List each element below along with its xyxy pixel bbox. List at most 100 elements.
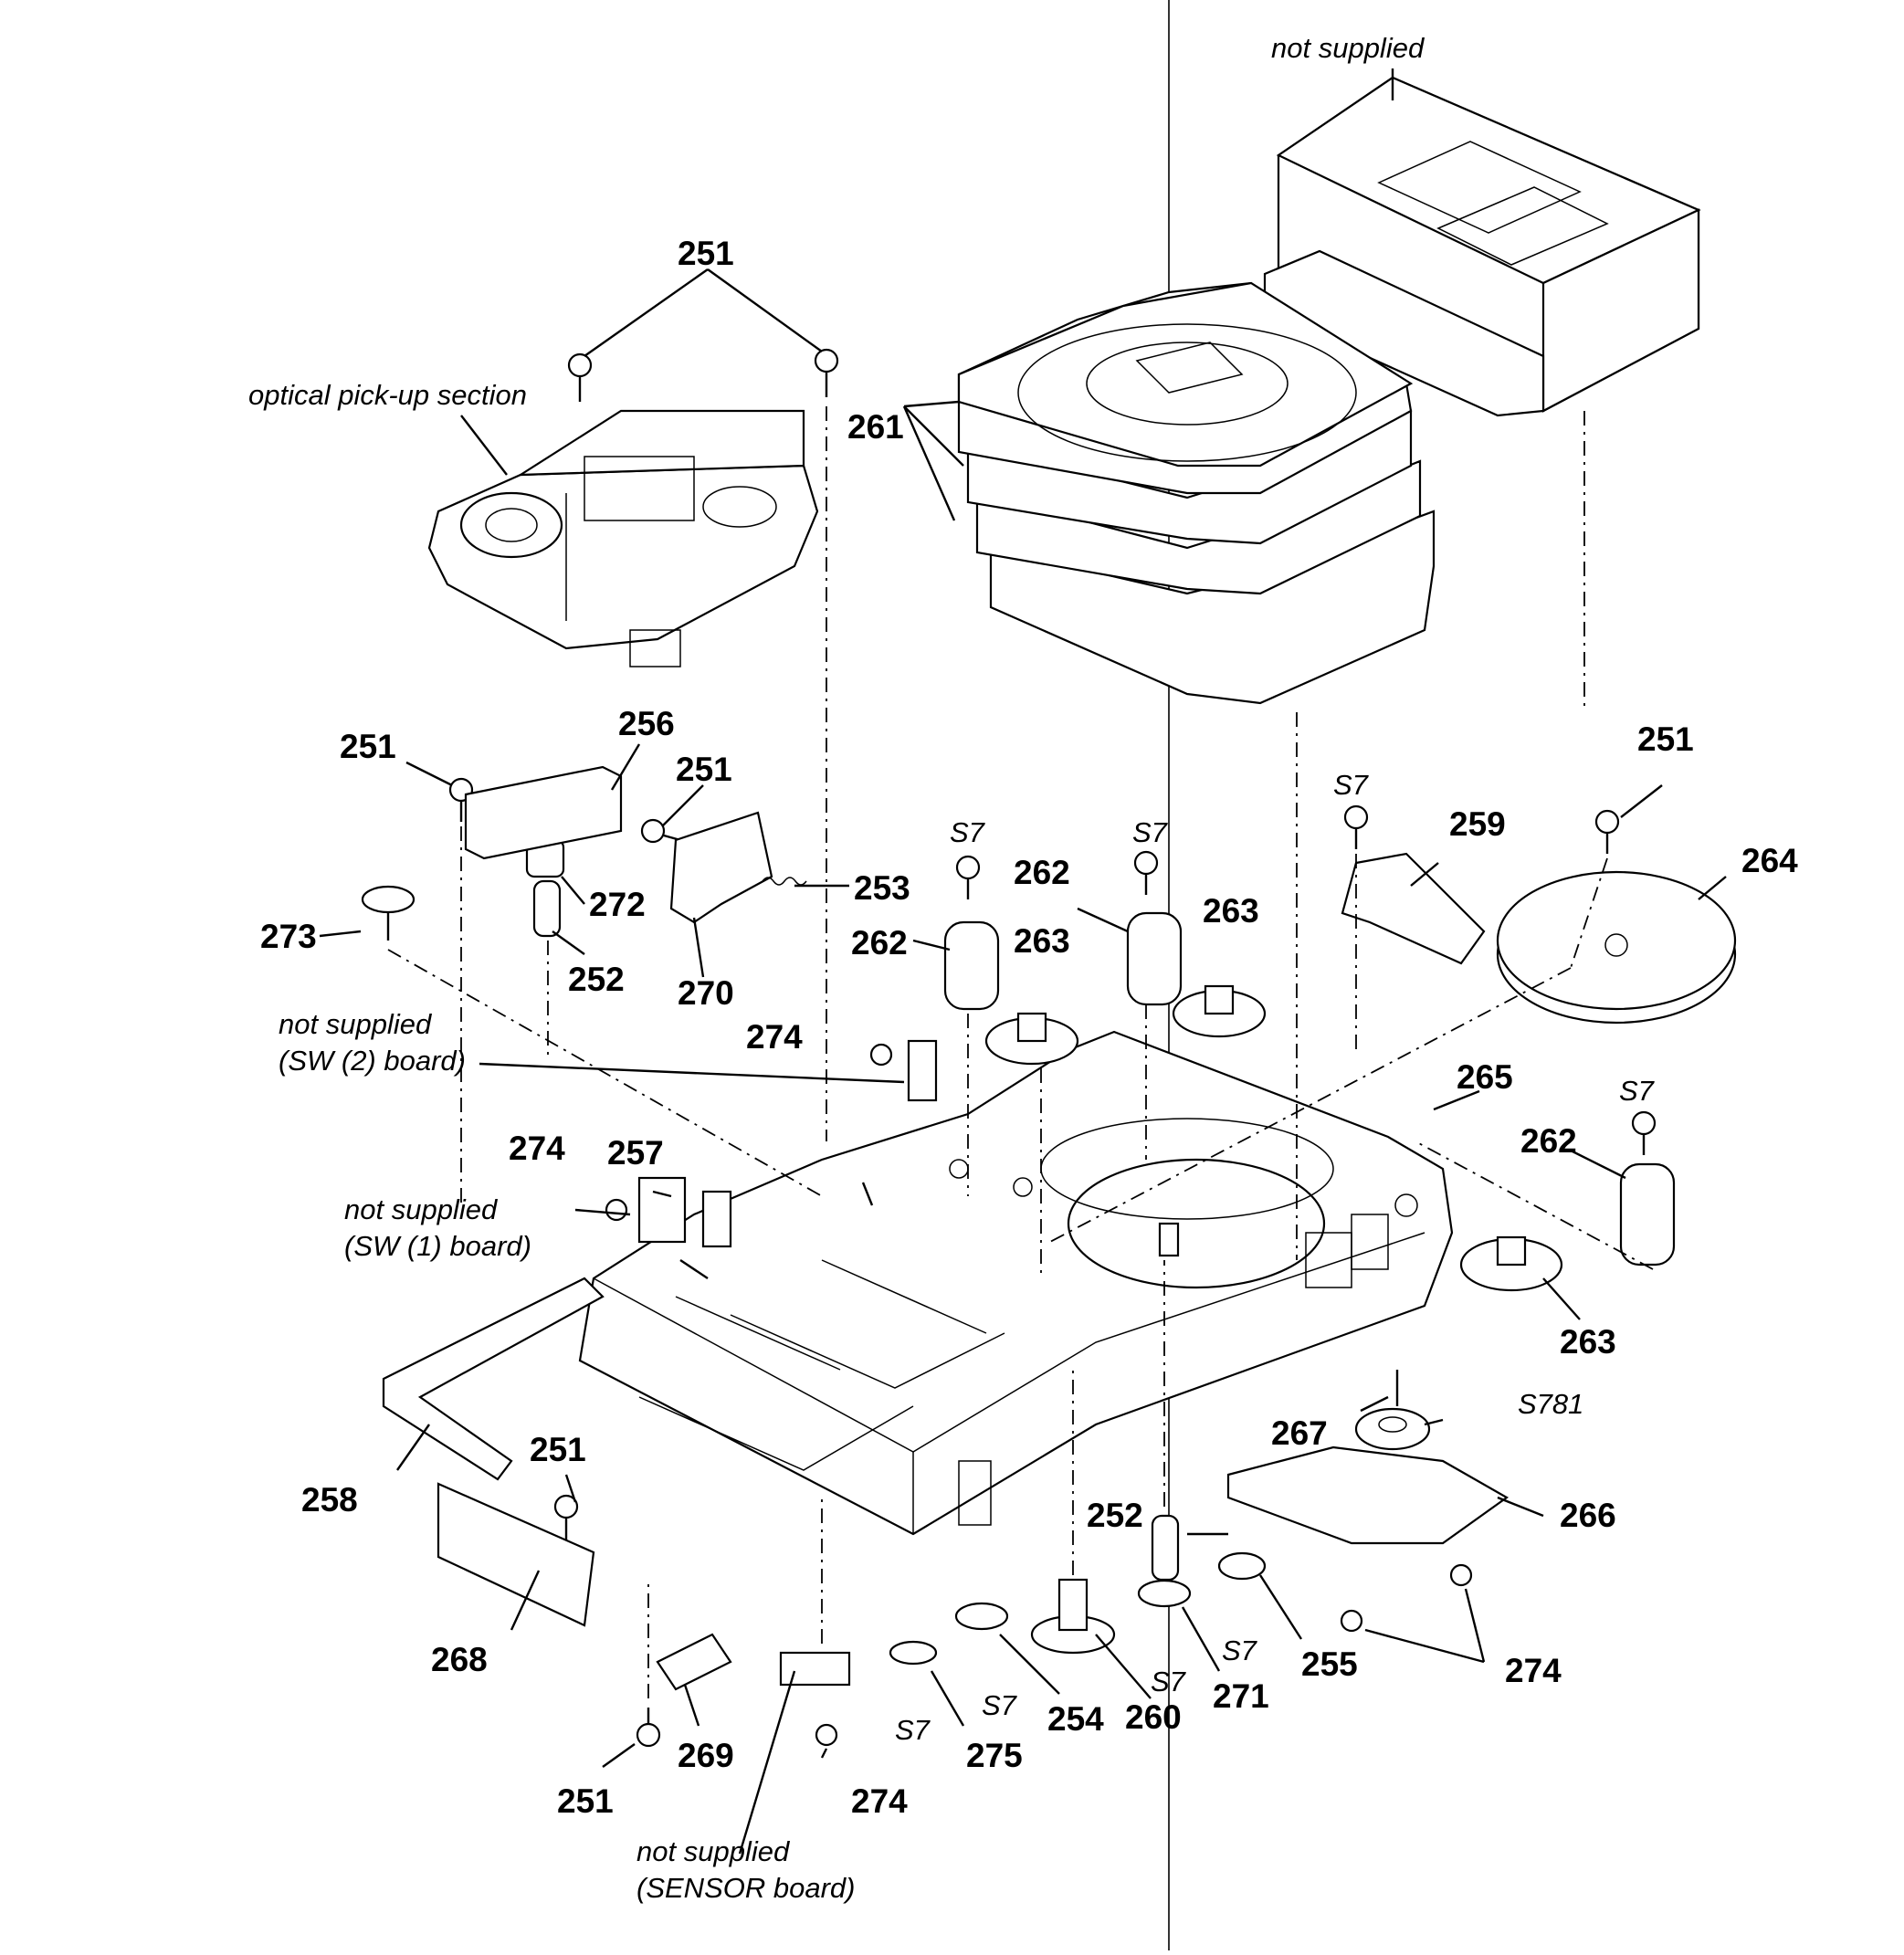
gear-255 [1217,1551,1267,1581]
part-number-labels: 251 261 251 256 251 253 272 273 252 270 … [260,235,1798,1820]
note-optical-pickup: optical pick-up section [248,379,527,411]
label-259: 259 [1449,805,1506,843]
alignment-lines [387,406,1654,1698]
screw-251-top-left [567,352,593,402]
spring-252-a [532,879,562,938]
label-251: 251 [340,728,396,765]
board-266 [1226,1445,1510,1545]
label-257: 257 [607,1134,664,1172]
label-252: 252 [568,961,625,998]
gear-263-b [1172,984,1267,1038]
sw1-board [637,1176,687,1244]
label-256: 256 [618,705,675,742]
gear-275 [889,1640,938,1666]
part-257 [701,1190,732,1248]
optical-pickup-section [427,409,819,667]
label-271: 271 [1213,1677,1269,1715]
turntable-264 [1496,870,1737,1025]
note-sensor-line2: (SENSOR board) [636,1872,855,1904]
screw-274-d [1340,1563,1473,1633]
label-270: 270 [678,974,734,1012]
label-s7: S7 [982,1689,1018,1721]
label-258: 258 [301,1481,358,1519]
screw-251-mid [640,818,681,844]
part-270 [669,811,773,924]
note-sw1-line2: (SW (1) board) [344,1230,531,1262]
label-253: 253 [854,869,910,907]
label-s7: S7 [895,1714,931,1746]
lever-259 [1341,852,1486,965]
label-268: 268 [431,1641,488,1678]
label-261: 261 [847,408,904,446]
gear-254 [954,1602,1009,1631]
label-269: 269 [678,1737,734,1774]
note-sw2-line2: (SW (2) board) [279,1045,466,1077]
screw-s7-c [1343,804,1369,849]
spring-262-a [943,920,1000,1011]
spring-262-b [1126,911,1183,1006]
label-251: 251 [1637,720,1694,758]
label-263: 263 [1560,1323,1616,1361]
note-sw2-line1: not supplied [279,1008,433,1040]
disc-tray-assembly [1263,76,1701,417]
screw-274-a [605,1198,628,1222]
note-sensor-line1: not supplied [636,1835,791,1867]
sw2-board [907,1039,938,1102]
label-274: 274 [1505,1652,1562,1689]
note-not-supplied-top: not supplied [1271,32,1425,64]
label-262: 262 [1014,854,1070,891]
label-262: 262 [1520,1122,1577,1160]
screw-s7-a [955,855,981,899]
gear-260 [1030,1578,1116,1655]
screw-s7-d [1631,1110,1657,1155]
label-274: 274 [746,1018,803,1056]
label-251: 251 [530,1431,586,1468]
screw-s7-b [1133,850,1159,895]
label-267: 267 [1271,1414,1328,1452]
post-265 [1158,1222,1180,1257]
label-251: 251 [676,751,732,788]
label-251: 251 [678,235,734,272]
label-264: 264 [1741,842,1798,879]
screw-251-bottom [553,1494,579,1543]
label-266: 266 [1560,1497,1616,1534]
label-s7: S7 [1151,1666,1187,1697]
label-274: 274 [509,1130,565,1167]
switch-s781 [1354,1407,1431,1451]
gear-263-a [984,1012,1079,1066]
screw-274-c [815,1723,838,1747]
text-notes: optical pick-up section not supplied not… [248,32,1425,1904]
disc-stack-261 [957,281,1436,705]
leader-lines [319,68,1727,1855]
spring-252-b [1151,1514,1180,1582]
label-273: 273 [260,918,317,955]
label-265: 265 [1457,1058,1513,1096]
label-251: 251 [557,1782,614,1820]
label-260: 260 [1125,1698,1182,1736]
spring-253 [762,877,807,886]
note-sw1-line1: not supplied [344,1193,499,1225]
part-268 [437,1482,595,1627]
label-263: 263 [1014,922,1070,960]
label-s7: S7 [950,816,986,848]
label-263: 263 [1203,892,1259,930]
label-s7: S7 [1132,816,1169,848]
spring-262-c [1619,1162,1676,1267]
label-255: 255 [1301,1645,1358,1683]
label-s7: S7 [1222,1634,1258,1666]
label-s7: S7 [1619,1075,1656,1107]
label-254: 254 [1047,1700,1104,1738]
label-252: 252 [1087,1497,1143,1534]
bracket-256 [464,765,623,860]
gear-271 [1137,1579,1192,1608]
main-chassis [578,1030,1454,1536]
gear-263-c [1459,1235,1563,1292]
screw-251-top-right [814,348,839,397]
screw-251-right [1594,809,1620,854]
small-parts [361,348,1676,1748]
label-274: 274 [851,1782,908,1820]
screw-274-b [869,1043,893,1067]
label-262: 262 [851,924,908,962]
